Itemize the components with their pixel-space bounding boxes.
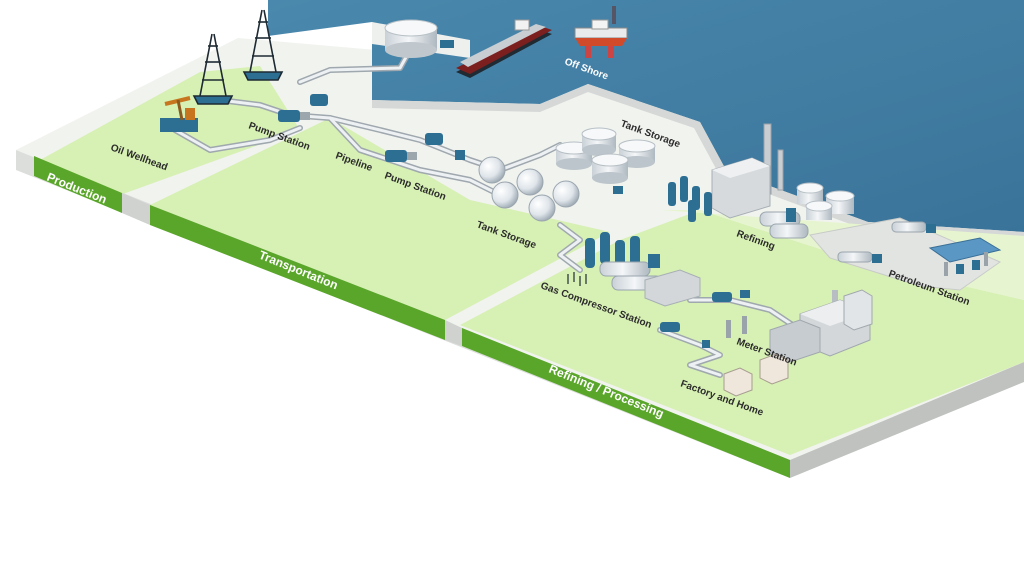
offshore-platform [574,6,628,58]
factory-building [769,289,873,363]
road [809,217,1002,291]
drilling-rig-1 [192,33,234,105]
road-surface [809,217,1002,291]
gas-compressor-station [567,232,701,307]
stage-bands [34,156,790,478]
drilling-rig-2 [242,9,284,81]
slab-right-edge [790,362,1024,478]
meter-station [660,290,750,348]
pump-station-equipment-2 [385,133,465,162]
spherical-tank-storage [478,156,580,222]
tanker-truck-2 [837,251,882,263]
pump-station-equipment-1 [278,94,328,122]
petroleum-station [928,237,1002,276]
band-refining [462,328,790,478]
oil-tanker-ship [456,19,552,78]
transportation-zone-area [150,118,610,320]
band-separator-1 [122,193,150,225]
oil-pumpjack [160,96,198,132]
refinery-complex [668,123,855,239]
home-buildings [723,353,789,397]
pipelines [172,47,803,378]
tanker-truck-1 [891,221,936,233]
band-production [34,156,122,213]
band-transportation [150,205,445,340]
sea-water [268,0,1024,232]
transportation-zone [150,118,610,320]
coastal-storage-tank [384,19,454,58]
band-separator-2 [445,320,462,346]
cylindrical-tank-storage [555,127,656,194]
